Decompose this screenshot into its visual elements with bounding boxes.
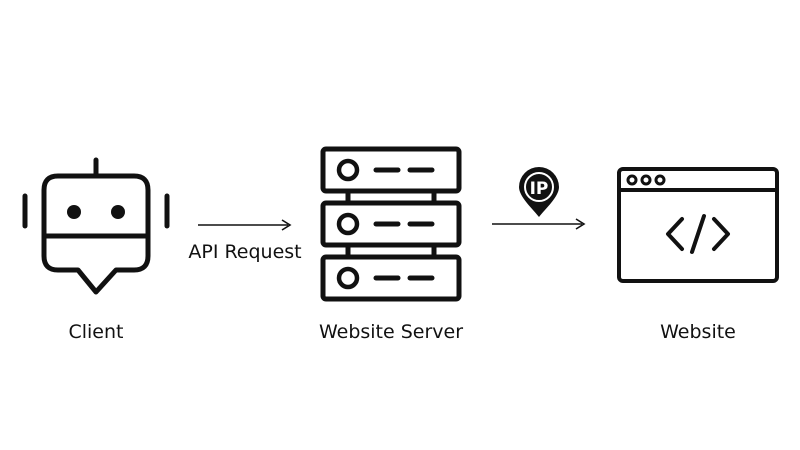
robot-icon	[22, 157, 170, 295]
ip-badge-text: IP	[530, 179, 549, 199]
browser-code-icon	[617, 167, 779, 283]
arrow-client-to-server	[198, 219, 292, 231]
edge-label-api-request: API Request	[188, 241, 302, 263]
location-pin-icon: IP	[519, 167, 559, 217]
arrow-server-to-website	[492, 218, 586, 230]
server-rack-icon	[320, 146, 462, 302]
node-label-website: Website	[660, 321, 736, 343]
node-label-website-server: Website Server	[318, 321, 464, 343]
node-label-client: Client	[68, 321, 124, 343]
